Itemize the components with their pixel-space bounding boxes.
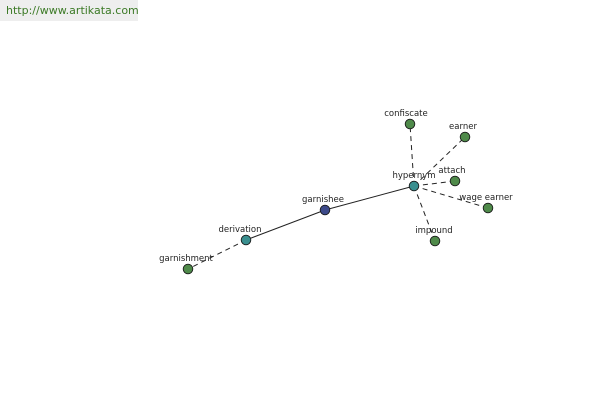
graph-node-garnishee[interactable]: garnishee bbox=[302, 195, 344, 216]
edge-garnishee-hypernym bbox=[324, 185, 415, 211]
node-circle-impound[interactable] bbox=[429, 235, 441, 247]
graph-node-attach[interactable]: attach bbox=[438, 166, 466, 187]
graph-edges bbox=[187, 123, 489, 270]
node-label-confiscate: confiscate bbox=[384, 109, 428, 119]
node-label-wage-earner: wage earner bbox=[459, 193, 513, 203]
node-circle-earner[interactable] bbox=[459, 131, 471, 143]
edge-hypernym-earner bbox=[413, 136, 466, 187]
node-label-impound: impound bbox=[415, 226, 452, 236]
graph-node-derivation[interactable]: derivation bbox=[218, 225, 262, 246]
edge-hypernym-wage-earner bbox=[413, 185, 489, 209]
graph-node-confiscate[interactable]: confiscate bbox=[384, 109, 428, 130]
graph-node-wage-earner[interactable]: wage earner bbox=[459, 193, 513, 214]
node-label-garnishment: garnishment bbox=[159, 254, 213, 264]
node-label-garnishee: garnishee bbox=[302, 195, 344, 205]
node-circle-garnishment[interactable] bbox=[182, 263, 194, 275]
node-circle-attach[interactable] bbox=[449, 175, 461, 187]
url-banner: http://www.artikata.com bbox=[0, 0, 139, 21]
node-label-hypernym: hypernym bbox=[392, 171, 435, 181]
edge-hypernym-impound bbox=[413, 185, 436, 242]
edge-derivation-garnishment bbox=[187, 239, 247, 270]
node-label-derivation: derivation bbox=[218, 225, 261, 235]
node-label-attach: attach bbox=[438, 166, 465, 176]
edge-hypernym-confiscate bbox=[409, 123, 415, 187]
edge-hypernym-attach bbox=[413, 180, 456, 187]
graph-nodes: garnishee hypernym derivation garnishment co… bbox=[159, 109, 513, 275]
edge-garnishee-derivation bbox=[245, 209, 326, 241]
node-label-earner: earner bbox=[449, 122, 477, 132]
node-circle-derivation[interactable] bbox=[240, 234, 252, 246]
node-circle-wage-earner[interactable] bbox=[482, 202, 494, 214]
graph-node-earner[interactable]: earner bbox=[449, 122, 477, 143]
node-circle-confiscate[interactable] bbox=[404, 118, 416, 130]
node-circle-hypernym[interactable] bbox=[408, 180, 420, 192]
graph-node-garnishment[interactable]: garnishment bbox=[159, 254, 214, 275]
graph-node-impound[interactable]: impound bbox=[415, 226, 453, 247]
graph-node-hypernym[interactable]: hypernym bbox=[392, 171, 436, 192]
site-url-link[interactable]: http://www.artikata.com bbox=[6, 4, 139, 17]
node-circle-garnishee[interactable] bbox=[319, 204, 331, 216]
